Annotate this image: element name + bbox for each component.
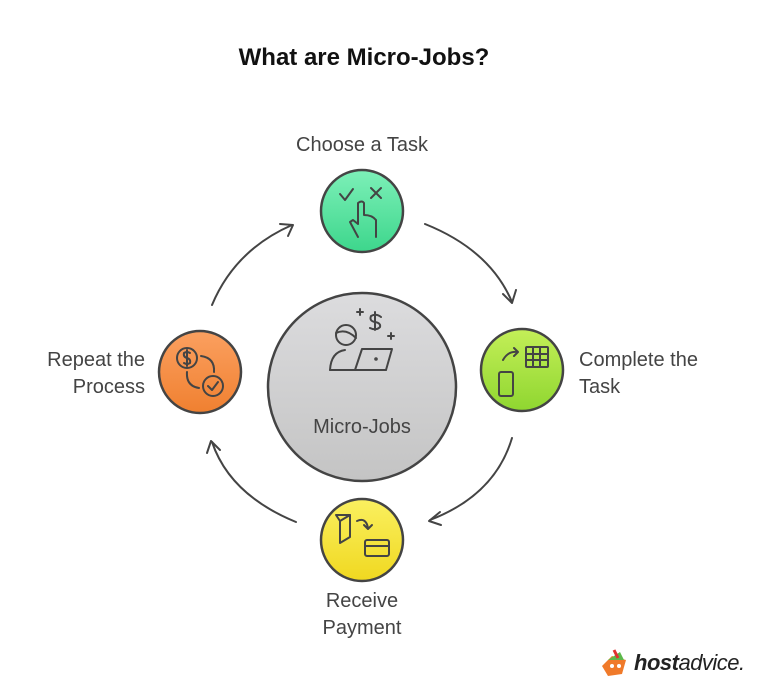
node-complete-task bbox=[479, 327, 565, 413]
wallet-card-icon bbox=[335, 514, 390, 557]
step-label-complete-task: Complete the Task bbox=[579, 347, 698, 401]
logo-bold: host bbox=[634, 650, 679, 675]
arrow-bottom-to-left bbox=[211, 441, 297, 523]
label-line: Repeat the bbox=[47, 349, 145, 371]
logo-text: hostadvice. bbox=[634, 650, 745, 676]
node-receive-payment bbox=[319, 497, 405, 583]
arrow-top-to-right bbox=[424, 223, 513, 303]
label-line: Payment bbox=[322, 617, 402, 639]
step-label-repeat-process: Repeat the Process bbox=[47, 347, 145, 401]
node-repeat-process bbox=[157, 329, 243, 415]
step-label-receive-payment: Receive Payment bbox=[323, 588, 402, 642]
diagram-title: What are Micro-Jobs? bbox=[238, 44, 490, 71]
phone-table-sync-icon bbox=[498, 346, 549, 397]
logo-rest: advice. bbox=[678, 650, 745, 675]
label-line: Task bbox=[579, 376, 621, 398]
node-choose-task bbox=[319, 168, 405, 254]
label-line: Receive bbox=[325, 590, 399, 612]
step-label-choose-task: Choose a Task bbox=[296, 134, 428, 156]
label-line: Complete the bbox=[579, 349, 698, 371]
hostadvice-logo: hostadvice. bbox=[598, 648, 745, 678]
label-line: Process bbox=[72, 376, 145, 398]
freelancer-laptop-icon bbox=[329, 308, 395, 371]
arrow-left-to-top bbox=[211, 224, 293, 306]
center-label: Micro-Jobs bbox=[313, 416, 411, 438]
center-node bbox=[266, 291, 458, 483]
hand-check-cross-icon bbox=[339, 187, 382, 238]
arrow-right-to-bottom bbox=[429, 437, 513, 521]
fox-mascot-icon bbox=[602, 649, 626, 676]
dollar-cycle-icon bbox=[176, 347, 224, 397]
